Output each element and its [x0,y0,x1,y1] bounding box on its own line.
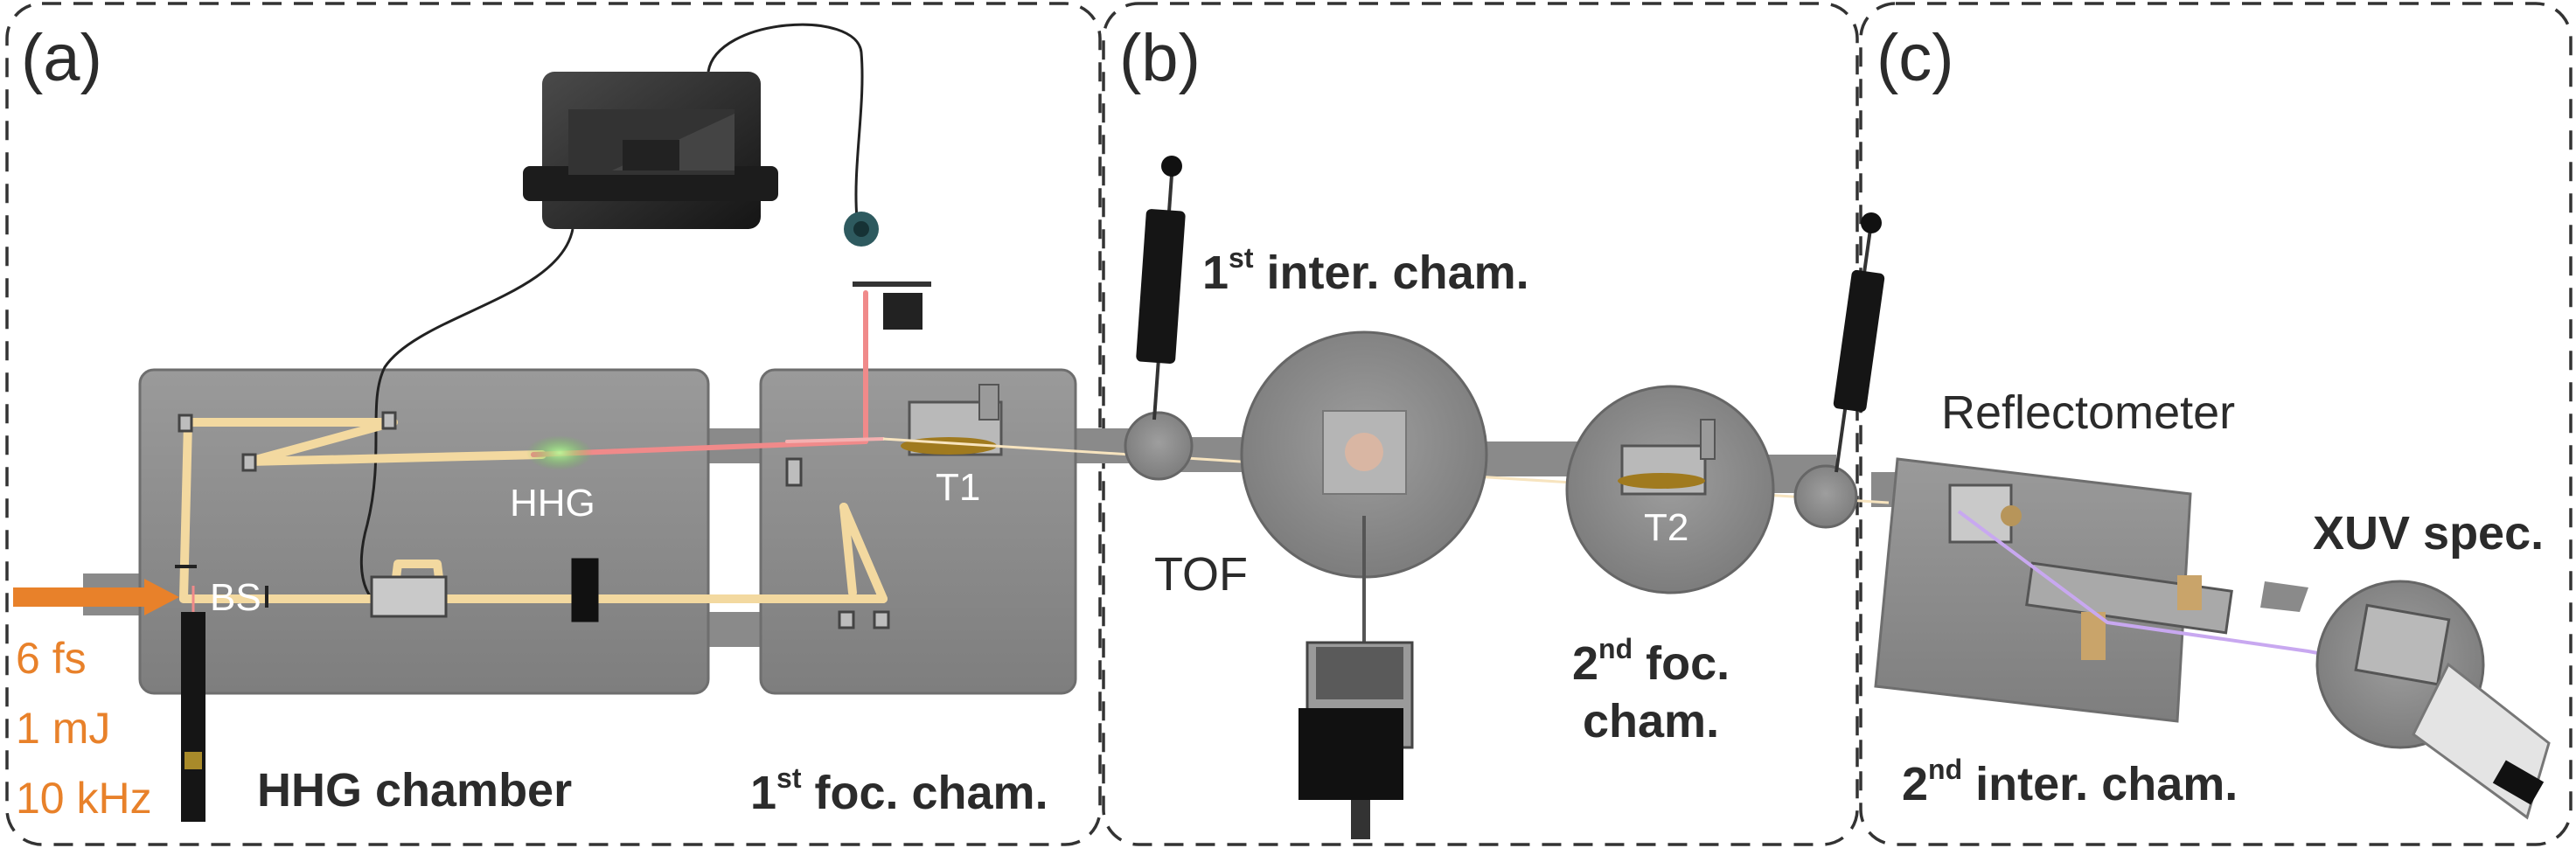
reflectometer-chamber [1874,457,2233,723]
panel-b-label: (b) [1119,21,1201,95]
hhg-label: HHG [510,482,595,525]
power-supply-box [523,72,778,229]
t2-label: T2 [1644,506,1688,549]
first-foc-chamber-label: 1st foc. cham. [750,762,1048,819]
reflectometer-label: Reflectometer [1941,386,2235,439]
tof-chamber [1240,330,1488,839]
laser-duration: 6 fs [16,634,87,683]
first-inter-chamber [1124,156,1194,481]
second-inter-chamber-label: 2nd inter. cham. [1902,754,2238,810]
detector-head [844,212,931,330]
cable-2 [359,228,574,607]
panel-c-label: (c) [1876,21,1954,95]
panel-c-frame [1859,2,2573,846]
alignment-laser [181,586,205,822]
tof-label: TOF [1154,548,1248,601]
second-foc-chamber-label-line2: cham. [1583,695,1719,747]
first-inter-chamber-label: 1st inter. cham. [1202,242,1529,299]
second-foc-chamber-label: 2nd foc. [1572,633,1730,690]
xuv-spec-label: XUV spec. [2313,507,2544,560]
t1-label: T1 [936,466,980,509]
input-beam-arrow [13,579,179,615]
panel-b-frame [1102,2,1859,846]
cable-1 [707,23,864,219]
laser-energy: 1 mJ [16,704,110,753]
hhg-source-glow [526,435,593,470]
first-foc-optics [785,457,890,629]
bs-label: BS [210,576,261,619]
second-foc-chamber [1565,385,1775,594]
xuv-spectrometer [2315,580,2551,820]
panel-a-frame [5,2,1102,846]
laser-reprate: 10 kHz [16,774,152,823]
hhg-optics [175,411,599,622]
second-inter-gate-valve [1793,212,1885,529]
hhg-chamber-label: HHG chamber [257,764,572,817]
panel-a-label: (a) [21,21,102,95]
